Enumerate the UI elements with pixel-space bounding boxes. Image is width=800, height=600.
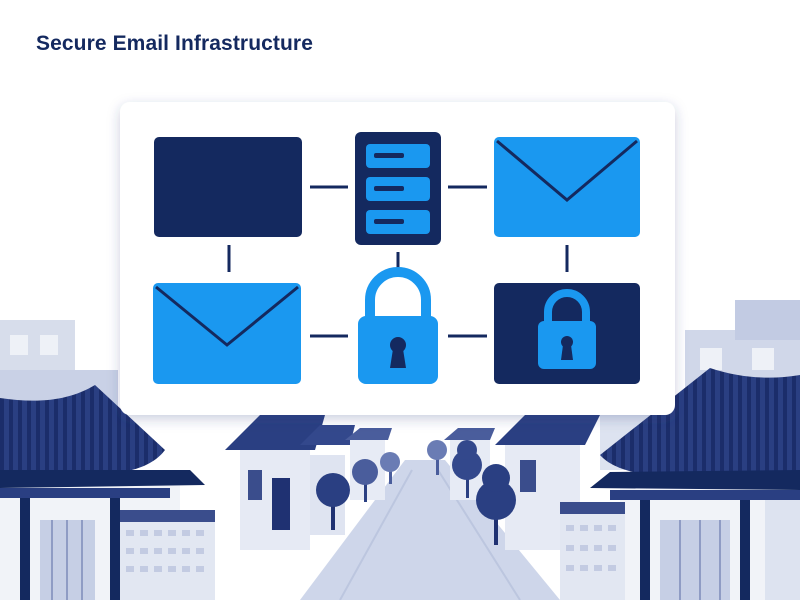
server-icon <box>355 132 441 245</box>
envelope-icon <box>153 283 301 384</box>
padlock-icon <box>358 267 438 384</box>
monitor-icon <box>154 137 302 237</box>
connector-lines <box>227 185 569 338</box>
town-background <box>0 300 800 600</box>
page-title: Secure Email Infrastructure <box>36 32 313 55</box>
envelope-icon <box>494 137 640 237</box>
locked-envelope-icon <box>494 283 640 384</box>
